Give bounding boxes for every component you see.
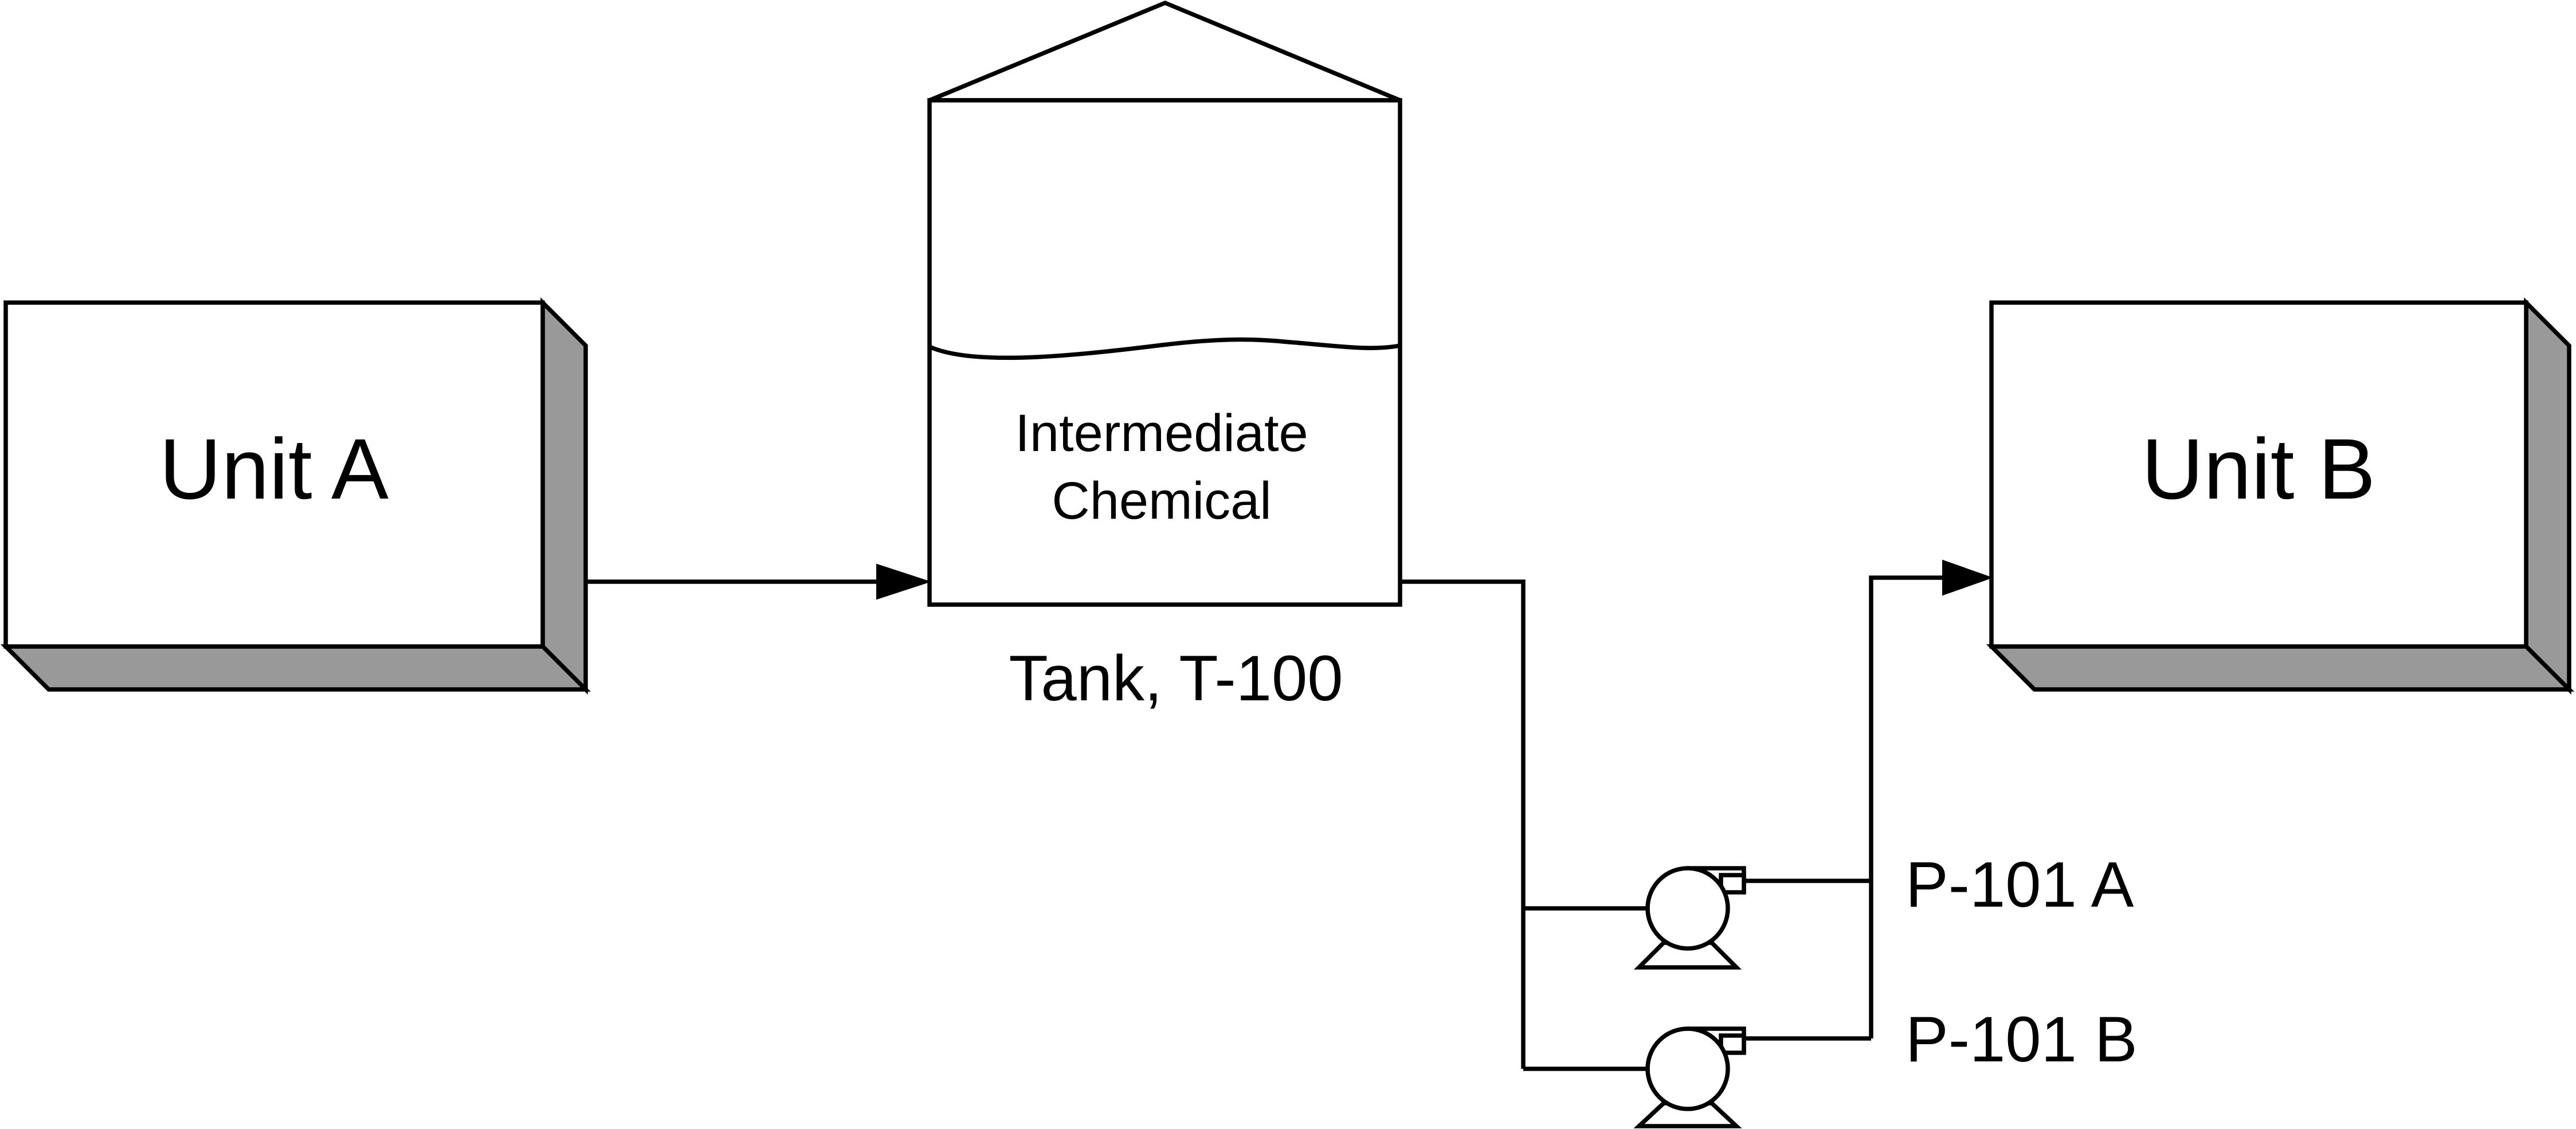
- tank-roof: [928, 0, 1401, 103]
- arrowhead-icon: [876, 563, 932, 600]
- pump-a-label: P-101 A: [1905, 849, 2134, 920]
- tank-contents-line2: Chemical: [1052, 472, 1271, 530]
- tank-caption: Tank, T-100: [1009, 642, 1343, 714]
- tank-contents-line1: Intermediate: [1015, 404, 1308, 462]
- tank-t-100[interactable]: Intermediate Chemical Tank, T-100: [927, 0, 1402, 714]
- unit-a-block[interactable]: Unit A: [0, 297, 591, 695]
- unit-b-side-shade: [2524, 297, 2571, 695]
- arrowhead-icon: [1942, 559, 1994, 596]
- pump-p-101-a[interactable]: P-101 A: [1633, 849, 2134, 970]
- unit-a-side-shade: [540, 297, 588, 695]
- pump-icon: [1633, 866, 1746, 970]
- unit-a-face: [3, 300, 545, 649]
- tank-body: [927, 98, 1402, 607]
- pump-p-101-b[interactable]: P-101 B: [1633, 1003, 2138, 1128]
- unit-a-bottom-shade: [0, 644, 591, 692]
- unit-b-face: [1989, 300, 2528, 649]
- unit-b-label: Unit B: [2142, 421, 2375, 517]
- unit-a-label: Unit A: [159, 421, 389, 517]
- pipe-pumps-to-unit-b: [1869, 559, 1994, 1038]
- pipe-tank-to-pumps: [1400, 579, 1646, 1071]
- tank-liquid-level: [928, 337, 1401, 360]
- unit-b-block[interactable]: Unit B: [1986, 297, 2575, 695]
- pump-b-label: P-101 B: [1905, 1003, 2138, 1075]
- pipe-unit-a-to-tank: [586, 563, 932, 600]
- unit-b-bottom-shade: [1986, 644, 2575, 692]
- pump-icon: [1633, 1026, 1746, 1128]
